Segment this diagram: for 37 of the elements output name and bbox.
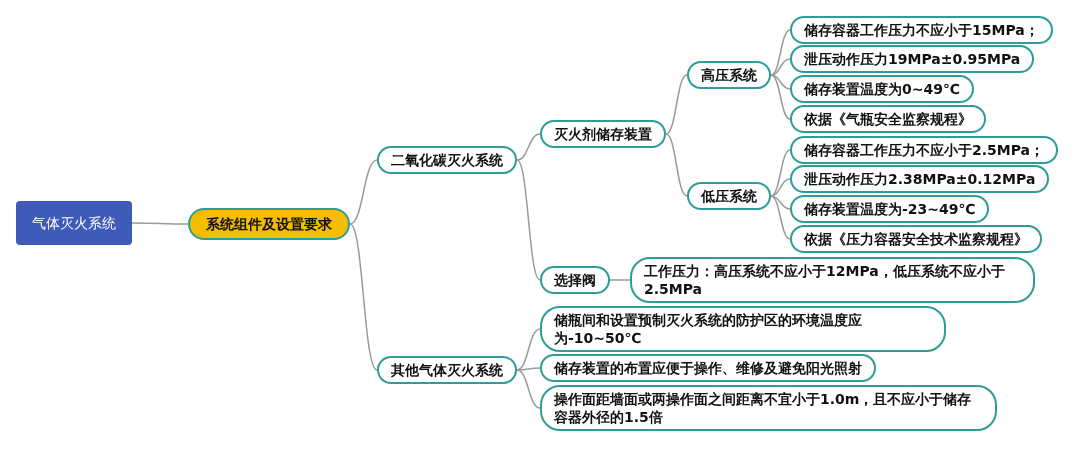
connector-line: [516, 328, 541, 371]
topic-box: 泄压动作压力2.38MPa±0.12MPa: [790, 165, 1050, 193]
topic-box: 依据《压力容器安全技术监察规程》: [790, 225, 1042, 253]
connector-line: [770, 58, 791, 76]
topic-box: 储存装置的布置应便于操作、维修及避免阳光照射: [540, 354, 876, 382]
topic-box: 二氧化碳灭火系统: [377, 146, 517, 174]
connector-line: [770, 195, 791, 210]
topic-box: 工作压力：高压系统不应小于12MPa，低压系统不应小于2.5MPa: [630, 257, 1035, 303]
root-box: 气体灭火系统: [16, 201, 132, 245]
connector-line: [609, 279, 631, 281]
connector-line: [665, 133, 688, 197]
connector-line: [516, 133, 541, 161]
topic-box: 操作面距墙面或两操作面之间距离不宜小于1.0m，且不应小于储存容器外径的1.5倍: [540, 385, 997, 431]
connector-line: [770, 74, 791, 120]
connector-line: [770, 195, 791, 240]
topic-box: 储瓶间和设置预制灭火系统的防护区的环境温度应为-10~50℃: [540, 306, 946, 352]
topic-box: 高压系统: [687, 61, 771, 89]
connector-line: [349, 223, 378, 371]
topic-box: 储存装置温度为-23~49℃: [790, 195, 990, 223]
topic-box: 储存容器工作压力不应小于2.5MPa；: [790, 136, 1059, 164]
connector-line: [770, 178, 791, 197]
branch-box: 系统组件及设置要求: [188, 208, 350, 240]
topic-box: 依据《气瓶安全监察规程》: [790, 105, 986, 133]
topic-box: 其他气体灭火系统: [377, 356, 517, 384]
topic-box: 储存容器工作压力不应小于15MPa；: [790, 16, 1053, 44]
connector-line: [349, 159, 378, 225]
connector-line: [516, 159, 541, 281]
topic-box: 泄压动作压力19MPa±0.95MPa: [790, 45, 1035, 73]
connector-line: [770, 29, 791, 76]
topic-box: 储存装置温度为0~49℃: [790, 75, 974, 103]
connector-line: [516, 369, 541, 409]
topic-box: 低压系统: [687, 182, 771, 210]
connector-line: [665, 74, 688, 135]
connector-line: [770, 149, 791, 197]
topic-box: 灭火剂储存装置: [540, 120, 666, 148]
connector-line: [131, 222, 189, 225]
topic-box: 选择阀: [540, 266, 610, 294]
